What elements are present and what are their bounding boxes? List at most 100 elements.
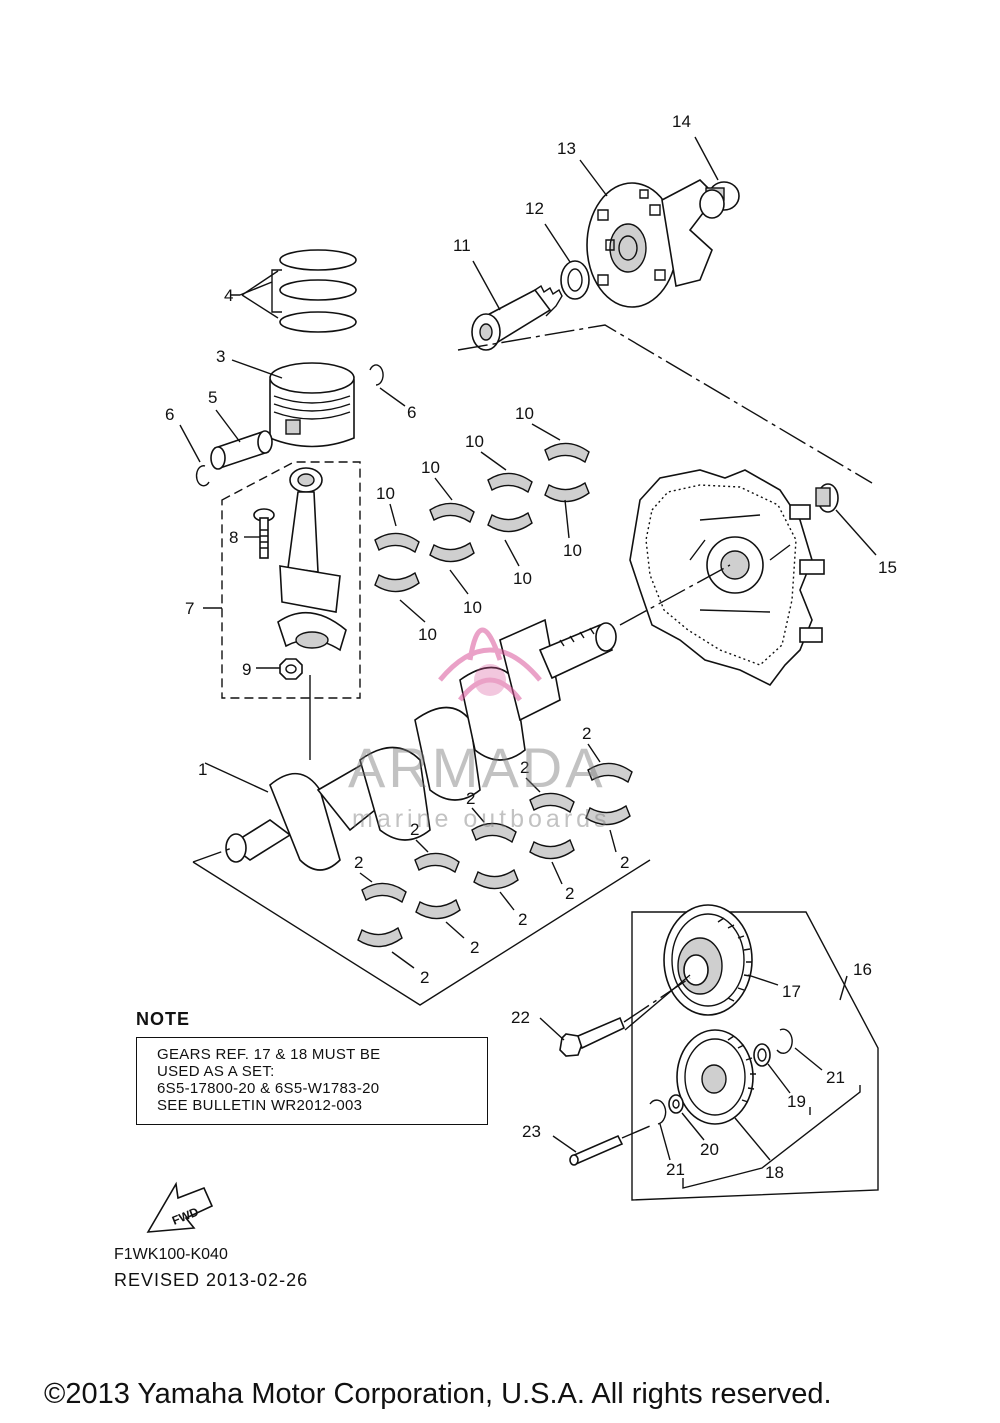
connecting-rod-7 — [203, 461, 361, 699]
callout-6-right: 6 — [407, 403, 416, 422]
gear-group-16-box — [631, 911, 879, 1201]
callout-11: 11 — [453, 236, 471, 255]
bearings-10 — [374, 442, 590, 593]
coupler-13 — [579, 159, 718, 308]
callout-18: 18 — [765, 1163, 784, 1182]
leader-crank-cover — [619, 564, 731, 626]
bearing-shell — [487, 511, 533, 533]
callout-leader — [434, 477, 453, 501]
callout-2: 2 — [565, 884, 574, 903]
bearing-shell — [374, 532, 420, 554]
callout-10: 10 — [465, 432, 484, 451]
callout-2: 2 — [420, 968, 429, 987]
leader-11-15 — [457, 324, 873, 484]
callout-leader — [609, 829, 617, 853]
clip-6-left — [179, 424, 210, 487]
bearing-shell — [587, 762, 633, 784]
callout-10: 10 — [421, 458, 440, 477]
nut-9 — [256, 658, 303, 680]
callout-2: 2 — [466, 789, 475, 808]
bearing-shell — [487, 472, 533, 494]
bearing-shell — [415, 898, 461, 920]
washer-20 — [668, 1094, 705, 1141]
piston-3 — [231, 359, 355, 448]
callout-7: 7 — [185, 599, 194, 618]
washer-12 — [544, 223, 590, 300]
note-title: NOTE — [136, 1009, 191, 1029]
callout-2: 2 — [520, 758, 529, 777]
callout-23: 23 — [522, 1122, 541, 1141]
callout-leader — [445, 921, 465, 939]
leader-box-2 — [192, 859, 651, 1006]
watermark-name: ARMADA — [348, 736, 606, 799]
bearing-shell — [429, 502, 475, 524]
callout-10: 10 — [563, 541, 582, 560]
callout-leader — [480, 451, 507, 471]
bearings-2 — [357, 762, 633, 948]
callout-10: 10 — [418, 625, 437, 644]
callout-10: 10 — [515, 404, 534, 423]
callout-10: 10 — [513, 569, 532, 588]
callout-6-left: 6 — [165, 405, 174, 424]
leader-16 — [839, 975, 848, 1001]
callout-21-right: 21 — [826, 1068, 845, 1087]
bearing-shell — [374, 571, 420, 593]
callout-leader — [551, 861, 563, 885]
shaft-11 — [471, 260, 563, 351]
diagram-code: F1WK100-K040 — [114, 1246, 228, 1263]
bolt-8 — [244, 508, 275, 559]
plug-15 — [815, 483, 877, 556]
callout-2: 2 — [354, 853, 363, 872]
piston-pin-5 — [210, 409, 273, 470]
bracket-18-21 — [682, 1085, 861, 1189]
armada-logo — [438, 627, 542, 702]
gear-18 — [676, 1029, 771, 1161]
callout-12: 12 — [525, 199, 544, 218]
callout-22: 22 — [511, 1008, 530, 1027]
note-line: 6S5-17800-20 & 6S5-W1783-20 — [157, 1080, 380, 1097]
callout-13: 13 — [557, 139, 576, 158]
callout-2: 2 — [410, 820, 419, 839]
callout-10: 10 — [463, 598, 482, 617]
callout-leader — [499, 891, 515, 911]
callout-21-left: 21 — [666, 1160, 685, 1179]
bolt-22 — [539, 977, 691, 1057]
callout-19: 19 — [787, 1092, 806, 1111]
callout-leader — [449, 569, 469, 595]
callout-leader — [359, 872, 373, 883]
note-box: GEARS REF. 17 & 18 MUST BE USED AS A SET… — [136, 1037, 488, 1125]
callout-2: 2 — [582, 724, 591, 743]
callout-leader — [525, 777, 541, 793]
bushing-19 — [753, 1043, 791, 1094]
callout-17: 17 — [782, 982, 801, 1001]
bearing-shell — [544, 442, 590, 464]
bearing-shell — [429, 541, 475, 563]
bearing-shell — [361, 882, 407, 904]
callout-2: 2 — [518, 910, 527, 929]
callout-16: 16 — [853, 960, 872, 979]
clip-21-left — [649, 1099, 671, 1161]
callout-9: 9 — [242, 660, 251, 679]
callout-leader — [471, 807, 485, 823]
bearing-shell — [473, 868, 519, 890]
callout-15: 15 — [878, 558, 897, 577]
fwd-arrow-icon: FWD — [146, 1181, 214, 1233]
callout-leader — [504, 539, 520, 567]
bearing-shell — [585, 804, 631, 826]
revised-date: REVISED 2013-02-26 — [114, 1270, 309, 1290]
clip-6-right — [369, 364, 406, 407]
bearing-shell — [529, 838, 575, 860]
note-line: USED AS A SET: — [157, 1063, 275, 1080]
note-line: GEARS REF. 17 & 18 MUST BE — [157, 1046, 381, 1063]
callout-leader — [389, 503, 397, 527]
clip-21-right — [776, 1028, 823, 1071]
bearing-shell — [414, 852, 460, 874]
callout-leader — [587, 743, 601, 763]
callout-leader — [531, 423, 561, 441]
leader-crank-front — [192, 847, 233, 863]
callout-14: 14 — [672, 112, 691, 131]
callout-5: 5 — [208, 388, 217, 407]
callout-leader — [391, 951, 415, 969]
callout-2: 2 — [470, 938, 479, 957]
